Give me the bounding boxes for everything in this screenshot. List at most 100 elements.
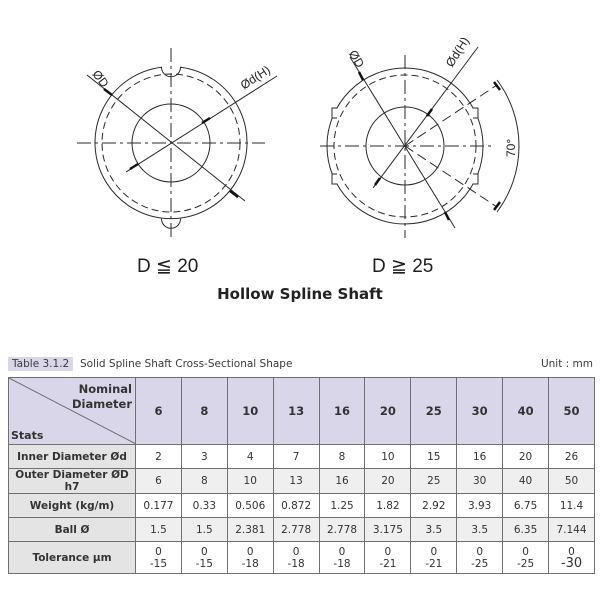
header-row: Nominal Diameter Stats 6 8 10 13 16 20 2…	[8, 377, 595, 445]
right-dim-outer-label: ØD	[346, 48, 367, 71]
cell: 0-25	[456, 541, 504, 574]
tolerance-upper: 0	[292, 545, 300, 558]
column-header: 8	[180, 377, 228, 445]
cell: 3.175	[364, 517, 412, 542]
table-title: Solid Spline Shaft Cross-Sectional Shape	[80, 358, 293, 370]
table-row-inner-diameter: Inner Diameter Ød 2 3 4 7 8 10 15 16 20 …	[8, 444, 595, 469]
left-condition-label: D ≦ 20	[137, 256, 199, 277]
cell: 8	[180, 468, 228, 494]
tolerance-lower: -18	[287, 557, 305, 570]
cell: 2.778	[272, 517, 320, 542]
left-dim-inner-label: Ød(H)	[238, 63, 273, 93]
angle-label: 70°	[504, 139, 518, 157]
tolerance-upper: 0	[246, 545, 254, 558]
column-header: 25	[410, 377, 458, 445]
cell: 20	[502, 444, 550, 469]
row-label: Weight (kg/m)	[8, 493, 136, 518]
tolerance-lower: -15	[195, 557, 213, 570]
cell: 0-15	[135, 541, 182, 574]
cell: 1.82	[364, 493, 412, 518]
row-label: Tolerance μm	[8, 541, 136, 574]
column-header: 30	[456, 377, 504, 445]
cell: 7	[272, 444, 320, 469]
hollow-spline-shaft-diagrams: ØD Ød(H) ØD Ød(H) 70°	[77, 34, 520, 238]
cell: 15	[410, 444, 458, 469]
cell: 11.4	[548, 493, 595, 518]
tolerance-lower: -18	[333, 557, 351, 570]
tolerance-lower: -21	[379, 557, 397, 570]
tolerance-upper: 0	[155, 545, 162, 558]
tolerance-lower: -30	[560, 555, 583, 571]
cell: 0-21	[410, 541, 458, 574]
tolerance-lower: -25	[516, 557, 535, 570]
table-row-outer-diameter: Outer Diameter ØD h7 6 8 10 13 16 20 25 …	[8, 468, 595, 494]
cell: 2.381	[226, 517, 274, 542]
left-cross-section	[77, 48, 278, 238]
cell: 13	[272, 468, 320, 494]
right-cross-section	[320, 46, 520, 238]
cell: 0.872	[272, 493, 320, 518]
tolerance-upper: 0	[430, 545, 438, 558]
row-label: Outer Diameter ØD h7	[8, 468, 136, 494]
cell: 3.5	[410, 517, 458, 542]
cell: 0-18	[272, 541, 320, 574]
spline-shaft-spec-table: Nominal Diameter Stats 6 8 10 13 16 20 2…	[8, 377, 595, 574]
tolerance-upper: 0	[568, 545, 575, 558]
cell: 10	[364, 444, 412, 469]
column-header: 6	[135, 377, 182, 445]
cell: 0-18	[318, 541, 366, 574]
cell: 0-18	[226, 541, 274, 574]
corner-header-cell: Nominal Diameter Stats	[8, 377, 136, 445]
cell: 2	[135, 444, 182, 469]
cell: 0-30	[548, 541, 595, 574]
cell: 16	[456, 444, 504, 469]
cell: 0.177	[135, 493, 182, 518]
table-header-line: Table 3.1.2 Solid Spline Shaft Cross-Sec…	[8, 357, 595, 375]
cell: 10	[226, 468, 274, 494]
cell: 0.33	[180, 493, 228, 518]
cell: 16	[318, 468, 366, 494]
tolerance-lower: -18	[241, 557, 259, 570]
tolerance-lower: -25	[471, 557, 489, 570]
cell: 6	[135, 468, 182, 494]
cell: 2.92	[410, 493, 458, 518]
cell: 1.5	[135, 517, 182, 542]
column-header: 10	[226, 377, 274, 445]
tolerance-upper: 0	[522, 545, 529, 558]
cell: 30	[456, 468, 504, 494]
cell: 0-25	[502, 541, 550, 574]
tolerance-lower: -21	[425, 557, 443, 570]
table-row-tolerance: Tolerance μm 0-15 0-15 0-18 0-18 0-18 0-…	[8, 541, 595, 574]
left-dim-outer-label: ØD	[90, 67, 112, 90]
column-header: 50	[548, 377, 595, 445]
cell: 50	[548, 468, 595, 494]
corner-nominal-label: Nominal	[78, 382, 132, 396]
table-number-tag: Table 3.1.2	[8, 357, 74, 371]
diagram-caption: Hollow Spline Shaft	[217, 285, 383, 303]
cell: 4	[226, 444, 274, 469]
cell: 1.5	[180, 517, 228, 542]
corner-diameter-label: Diameter	[72, 397, 132, 411]
column-header: 20	[364, 377, 412, 445]
column-header: 13	[272, 377, 320, 445]
cell: 20	[364, 468, 412, 494]
corner-stats-label: Stats	[11, 429, 44, 442]
cell: 6.35	[502, 517, 550, 542]
column-header: 16	[318, 377, 366, 445]
cell: 40	[502, 468, 550, 494]
cell: 3.93	[456, 493, 504, 518]
row-label: Inner Diameter Ød	[8, 444, 136, 469]
column-header: 40	[502, 377, 550, 445]
tolerance-upper: 0	[338, 545, 346, 558]
cell: 3.5	[456, 517, 504, 542]
cell: 2.778	[318, 517, 366, 542]
cell: 7.144	[548, 517, 595, 542]
right-dim-inner-label: Ød(H)	[443, 34, 472, 69]
cell: 6.75	[502, 493, 550, 518]
tolerance-upper: 0	[384, 545, 392, 558]
row-label: Ball Ø	[8, 517, 136, 542]
table-row-ball-diameter: Ball Ø 1.5 1.5 2.381 2.778 2.778 3.175 3…	[8, 517, 595, 542]
unit-label: Unit : mm	[540, 358, 593, 370]
cell: 25	[410, 468, 458, 494]
tolerance-lower: -15	[149, 557, 168, 570]
